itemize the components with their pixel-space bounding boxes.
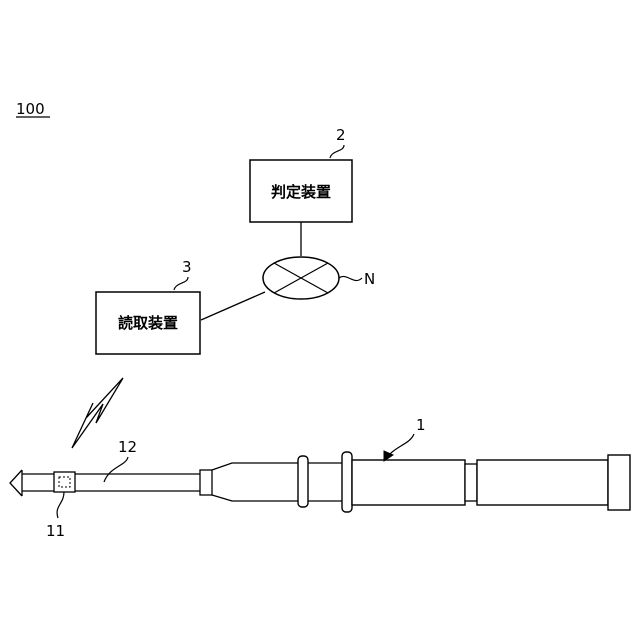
network-node xyxy=(263,257,339,299)
judging-device: 判定装置 xyxy=(250,160,352,222)
rear-body xyxy=(477,460,608,505)
shaft-leader xyxy=(104,457,128,482)
body-joint xyxy=(465,464,477,501)
taper-bottom-edge xyxy=(212,495,300,501)
network-leader xyxy=(339,276,362,280)
tag-ref: 11 xyxy=(46,522,65,540)
instrument-leader xyxy=(388,434,414,456)
o-ring xyxy=(298,456,308,507)
judging-device-leader xyxy=(330,145,344,158)
o-ring xyxy=(342,452,352,512)
end-cap xyxy=(608,455,630,510)
reading-network-link xyxy=(201,292,265,320)
reading-device-ref: 3 xyxy=(182,258,192,276)
reading-device-label: 読取装置 xyxy=(118,314,178,332)
instrument-ref: 1 xyxy=(416,416,426,434)
tag-outer xyxy=(54,472,75,492)
judging-device-label: 判定装置 xyxy=(271,183,331,201)
judging-device-ref: 2 xyxy=(336,126,346,144)
taper-top-edge xyxy=(212,463,300,470)
tag xyxy=(54,472,75,492)
shaft-step-ring xyxy=(200,470,212,495)
instrument-tip xyxy=(10,470,22,496)
system-ref-label: 100 xyxy=(16,100,45,118)
network-ref: N xyxy=(364,270,375,288)
tag-leader xyxy=(57,492,64,518)
instrument xyxy=(10,452,630,512)
wireless-signal-icon xyxy=(72,378,123,448)
reading-device-leader xyxy=(174,277,188,290)
main-body xyxy=(352,460,465,505)
reading-device: 読取装置 xyxy=(96,292,200,354)
shaft-ref: 12 xyxy=(118,438,137,456)
